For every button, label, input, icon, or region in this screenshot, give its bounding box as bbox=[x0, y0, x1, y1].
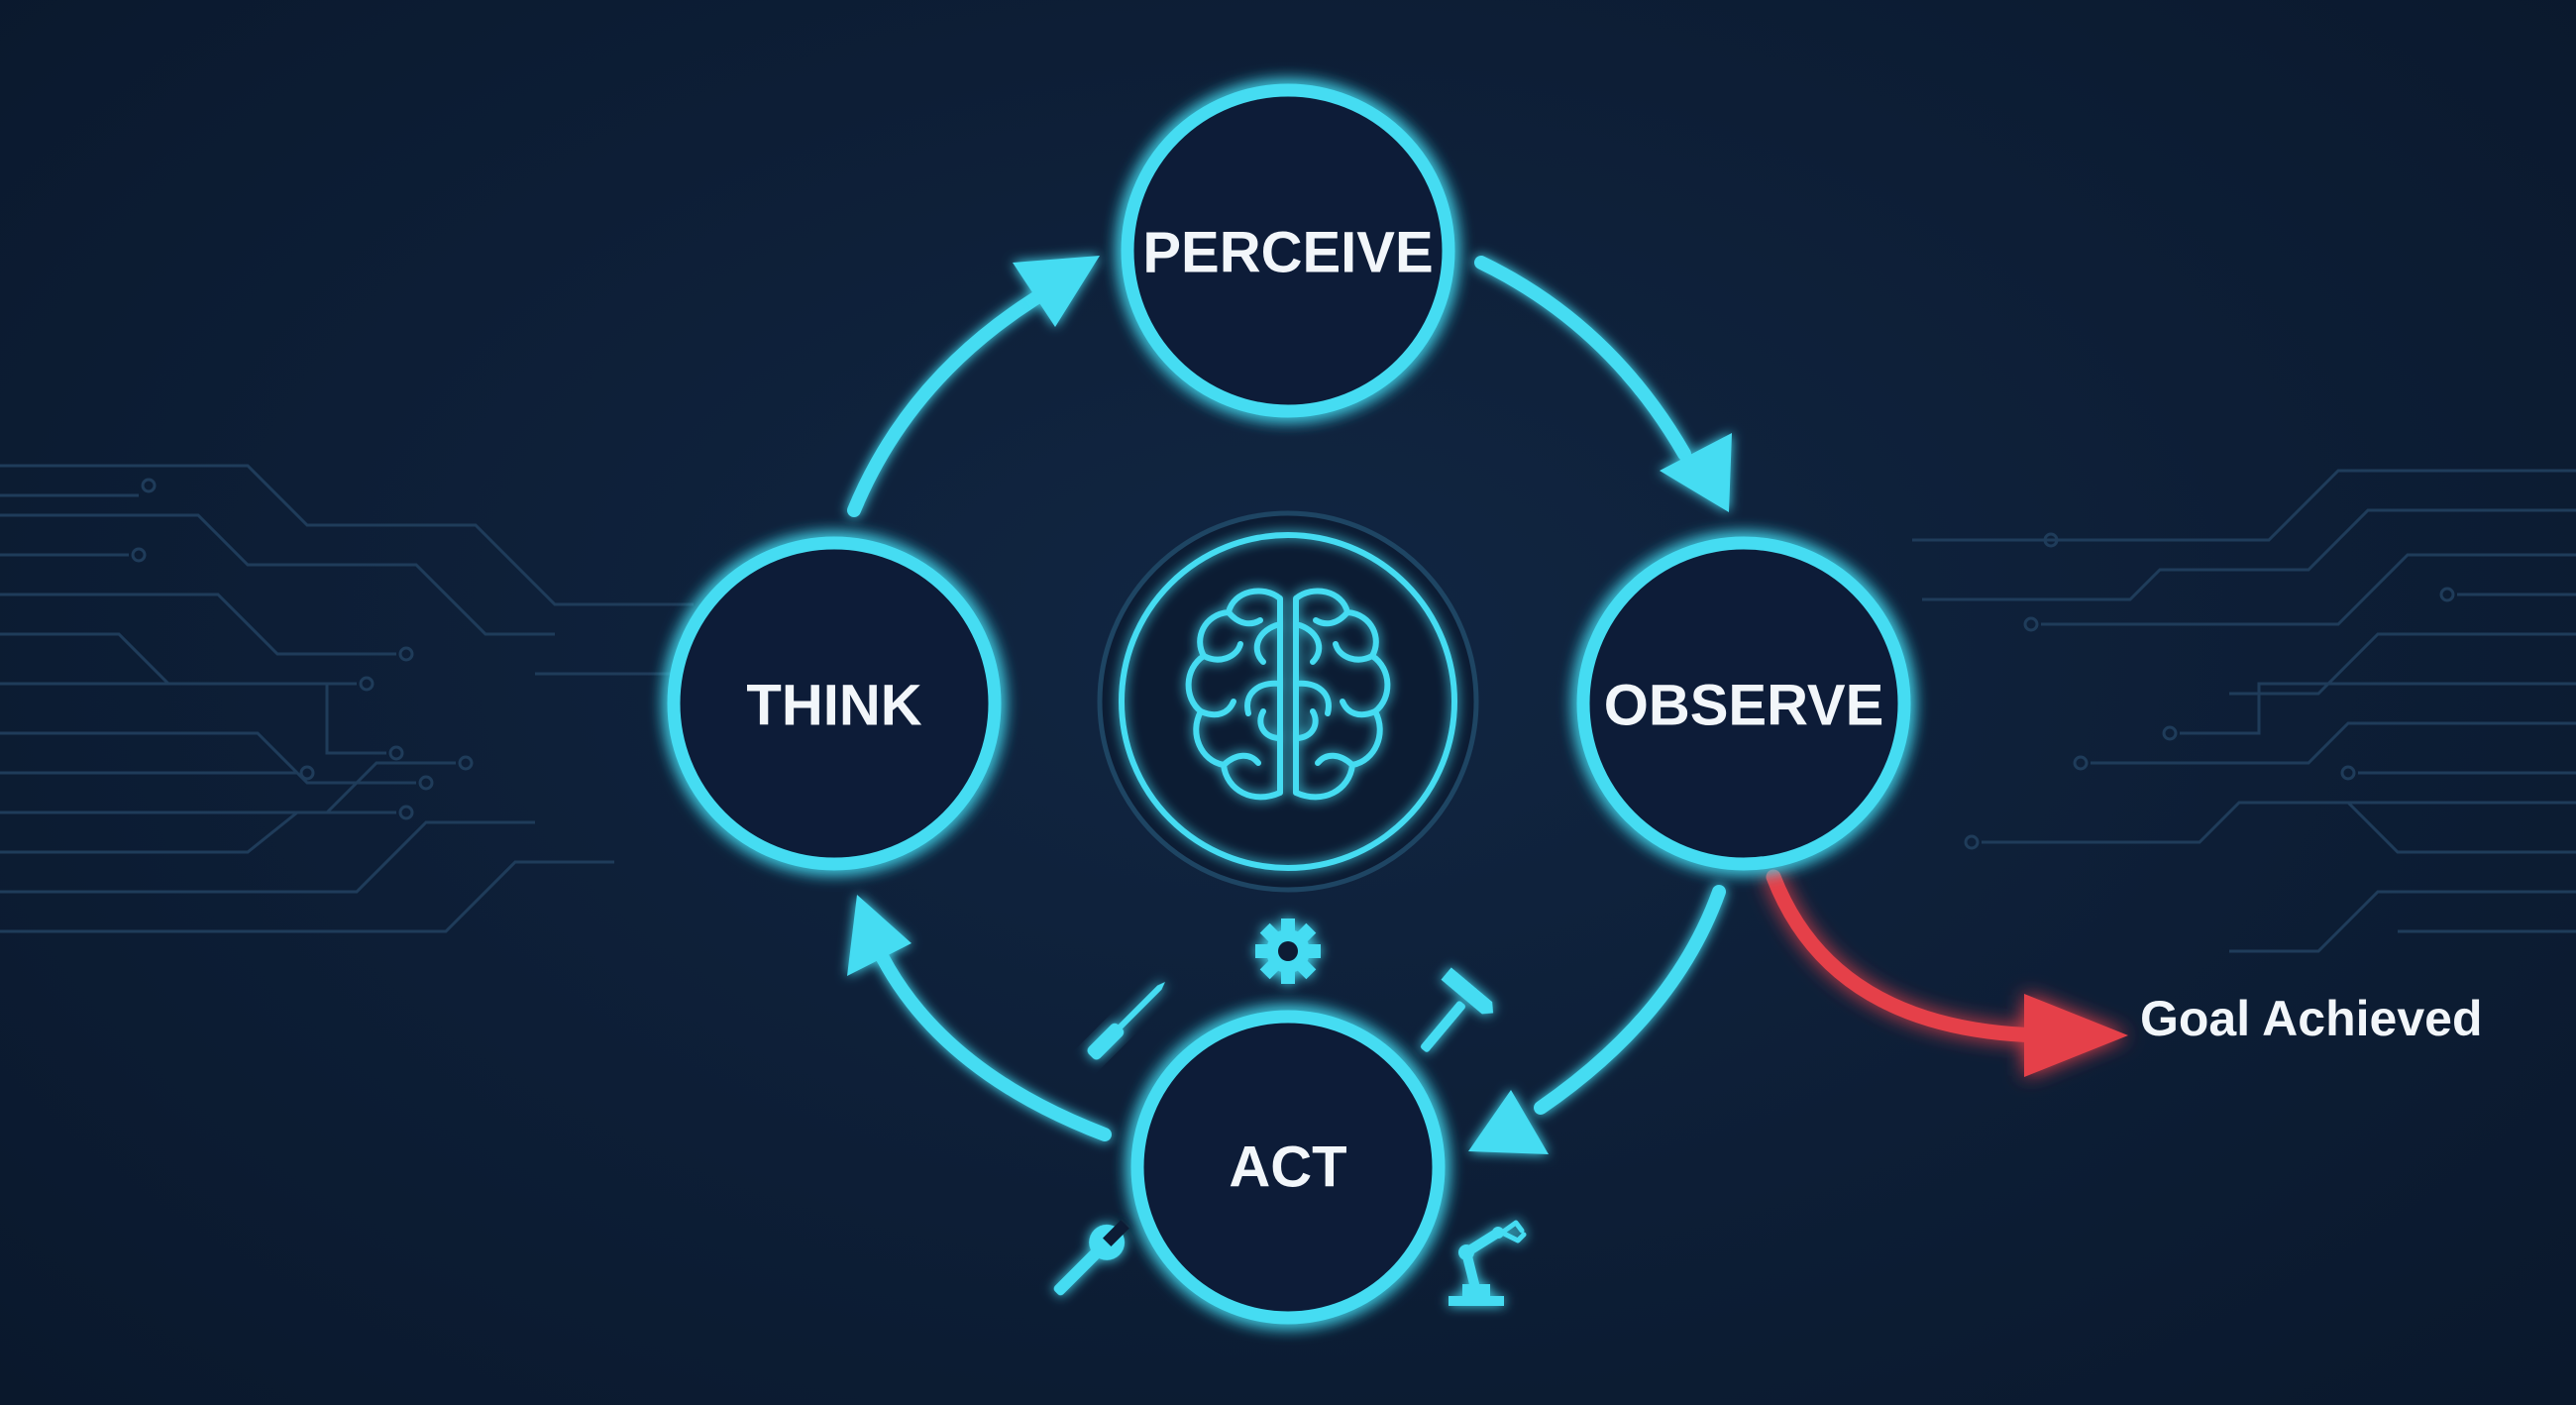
screwdriver-icon bbox=[1087, 981, 1166, 1060]
node-act: ACT bbox=[1130, 1010, 1446, 1325]
center-brain bbox=[1097, 510, 1479, 893]
node-observe-label: OBSERVE bbox=[1604, 674, 1884, 738]
cycle-arrows bbox=[847, 256, 1726, 1141]
arrow-think-to-perceive bbox=[847, 282, 1057, 517]
arrow-observe-to-act bbox=[1534, 885, 1726, 1115]
goal-arrow bbox=[1766, 869, 2128, 1077]
robot-arm-icon bbox=[1449, 1220, 1527, 1306]
arrowhead-observe bbox=[1660, 433, 1732, 512]
arrow-act-to-think bbox=[870, 939, 1112, 1141]
arrowhead-perceive bbox=[1013, 256, 1100, 327]
hammer-icon bbox=[1420, 967, 1494, 1052]
node-observe: OBSERVE bbox=[1576, 536, 1911, 871]
node-perceive-label: PERCEIVE bbox=[1142, 221, 1433, 285]
arrow-perceive-to-observe bbox=[1474, 256, 1691, 461]
node-act-label: ACT bbox=[1229, 1135, 1346, 1200]
gear-icon bbox=[1255, 919, 1321, 984]
node-think: THINK bbox=[667, 536, 1002, 871]
left-circuit-traces bbox=[0, 464, 694, 933]
brain-icon bbox=[1185, 588, 1391, 801]
arrowhead-act bbox=[1468, 1090, 1549, 1154]
wrench-icon bbox=[1053, 1220, 1129, 1296]
arrowhead-think bbox=[847, 895, 912, 976]
cycle-arrowheads bbox=[847, 256, 1732, 1154]
right-circuit-traces bbox=[1912, 469, 2576, 953]
node-perceive: PERCEIVE bbox=[1121, 83, 1455, 418]
goal-achieved-label: Goal Achieved bbox=[2140, 991, 2482, 1046]
node-think-label: THINK bbox=[746, 674, 921, 738]
